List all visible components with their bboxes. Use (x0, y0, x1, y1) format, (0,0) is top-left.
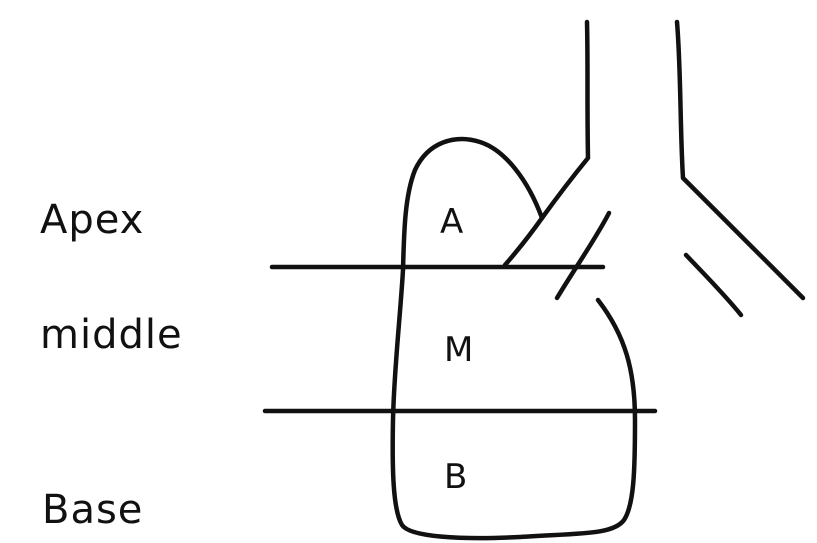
trachea-right-wall (674, 19, 806, 301)
bronchus-outer (502, 19, 591, 268)
apex-zone-letter: A (440, 202, 464, 242)
middle-zone-letter: M (444, 330, 474, 370)
bronchus-mark-right (683, 252, 744, 318)
bronchus-mark-left (554, 210, 612, 301)
base-zone-letter: B (444, 457, 468, 497)
base-label: Base (42, 487, 144, 533)
lung-outline-left (390, 136, 638, 541)
middle-label: middle (40, 312, 183, 358)
apex-label: Apex (40, 197, 145, 243)
